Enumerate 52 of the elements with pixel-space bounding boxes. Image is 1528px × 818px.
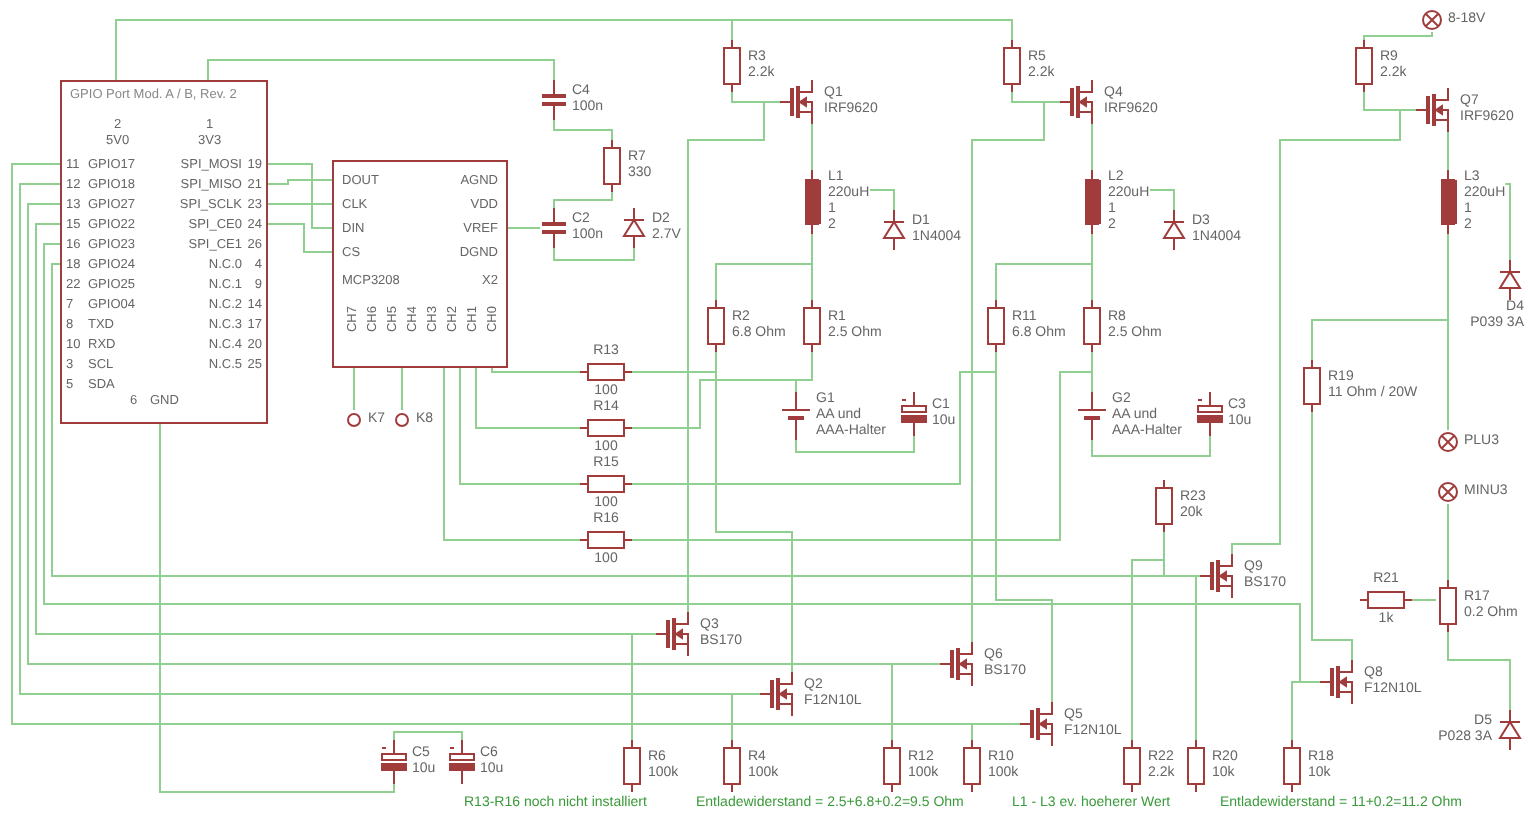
wire xyxy=(1091,123,1093,171)
wire xyxy=(971,723,1021,741)
wire xyxy=(1148,189,1175,211)
wire xyxy=(1091,233,1093,301)
wire xyxy=(507,227,541,229)
wire xyxy=(553,119,613,141)
wire xyxy=(491,367,581,373)
wire xyxy=(1447,233,1449,431)
wire xyxy=(795,435,915,453)
wire xyxy=(1447,631,1511,711)
wire xyxy=(267,163,333,229)
gpio-header xyxy=(60,80,268,424)
wire xyxy=(1504,183,1511,261)
wire xyxy=(631,351,1093,541)
wire xyxy=(891,663,941,741)
wire xyxy=(1363,31,1433,41)
wire xyxy=(687,101,781,613)
wire xyxy=(353,367,355,411)
wire xyxy=(811,123,813,171)
wire xyxy=(207,59,555,81)
wire xyxy=(631,633,657,741)
wire xyxy=(51,263,1201,577)
wire xyxy=(159,423,395,793)
wire xyxy=(631,351,813,429)
wire xyxy=(1291,681,1321,741)
wire xyxy=(811,233,813,301)
wire xyxy=(553,191,613,209)
wire xyxy=(553,247,635,261)
wire xyxy=(459,367,581,485)
wire xyxy=(868,189,895,211)
wire xyxy=(1411,599,1437,601)
wire xyxy=(401,367,403,411)
wire xyxy=(115,19,733,81)
wire xyxy=(443,367,581,541)
wire xyxy=(1311,411,1353,661)
wire xyxy=(731,19,1013,41)
wire xyxy=(1195,575,1201,741)
wire xyxy=(267,223,333,253)
wire xyxy=(1447,131,1449,171)
wire xyxy=(631,351,997,485)
adc-chip xyxy=(332,160,508,368)
wire xyxy=(1447,503,1449,581)
wire xyxy=(475,367,581,429)
wire xyxy=(267,179,333,185)
wire xyxy=(971,101,1061,643)
wire xyxy=(1131,531,1165,741)
wire xyxy=(267,203,333,205)
wire xyxy=(1091,435,1211,457)
wire xyxy=(631,351,717,373)
wire xyxy=(1231,109,1417,555)
wire xyxy=(731,693,761,741)
wire xyxy=(393,731,463,741)
